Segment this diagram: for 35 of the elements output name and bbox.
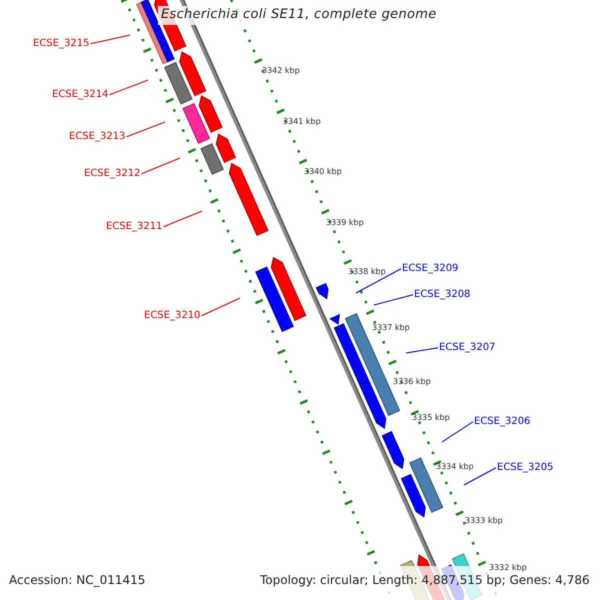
position-label: 3333 kbp xyxy=(465,516,503,526)
gene-label: ECSE_3215 xyxy=(33,38,90,50)
leader-line xyxy=(464,467,496,486)
position-label: 3342 kbp xyxy=(262,66,300,76)
leader-line xyxy=(442,421,474,442)
gene-label: ECSE_3206 xyxy=(474,416,530,428)
leader-line xyxy=(90,34,130,44)
gene-label: ECSE_3205 xyxy=(497,462,554,474)
position-label: 3335 kbp xyxy=(412,413,450,422)
footer-text: Accession: NC_011415 xyxy=(9,574,146,588)
gene-label: ECSE_3212 xyxy=(84,168,140,180)
leader-line xyxy=(356,268,402,294)
position-label: 3341 kbp xyxy=(283,117,321,126)
leader-line xyxy=(200,298,240,316)
position-label: 3334 kbp xyxy=(436,462,474,472)
gene-label: ECSE_3209 xyxy=(402,263,458,274)
position-label: 3332 kbp xyxy=(489,563,527,572)
gene-label: ECSE_3208 xyxy=(414,289,470,300)
gene-label: ECSE_3210 xyxy=(144,310,200,322)
leader-line xyxy=(374,294,414,306)
footer-text: Topology: circular; Length: 4,887,515 bp; Genes: 4,786 xyxy=(260,574,590,588)
gene-label: ECSE_3207 xyxy=(439,342,496,354)
leader-line xyxy=(108,80,148,96)
leader-line xyxy=(140,158,180,174)
position-label: 3339 kbp xyxy=(326,218,364,228)
position-label: 3340 kbp xyxy=(304,167,342,176)
leader-line xyxy=(162,210,202,228)
position-label: 3337 kbp xyxy=(372,323,410,332)
gene-label: ECSE_3214 xyxy=(52,89,108,100)
position-label: 3338 kbp xyxy=(348,267,386,276)
gene-label: ECSE_3213 xyxy=(69,131,126,142)
leader-line xyxy=(406,347,438,354)
leader-line xyxy=(126,122,166,138)
position-label: 3336 kbp xyxy=(393,377,431,386)
gene-label: ECSE_3211 xyxy=(106,221,162,232)
